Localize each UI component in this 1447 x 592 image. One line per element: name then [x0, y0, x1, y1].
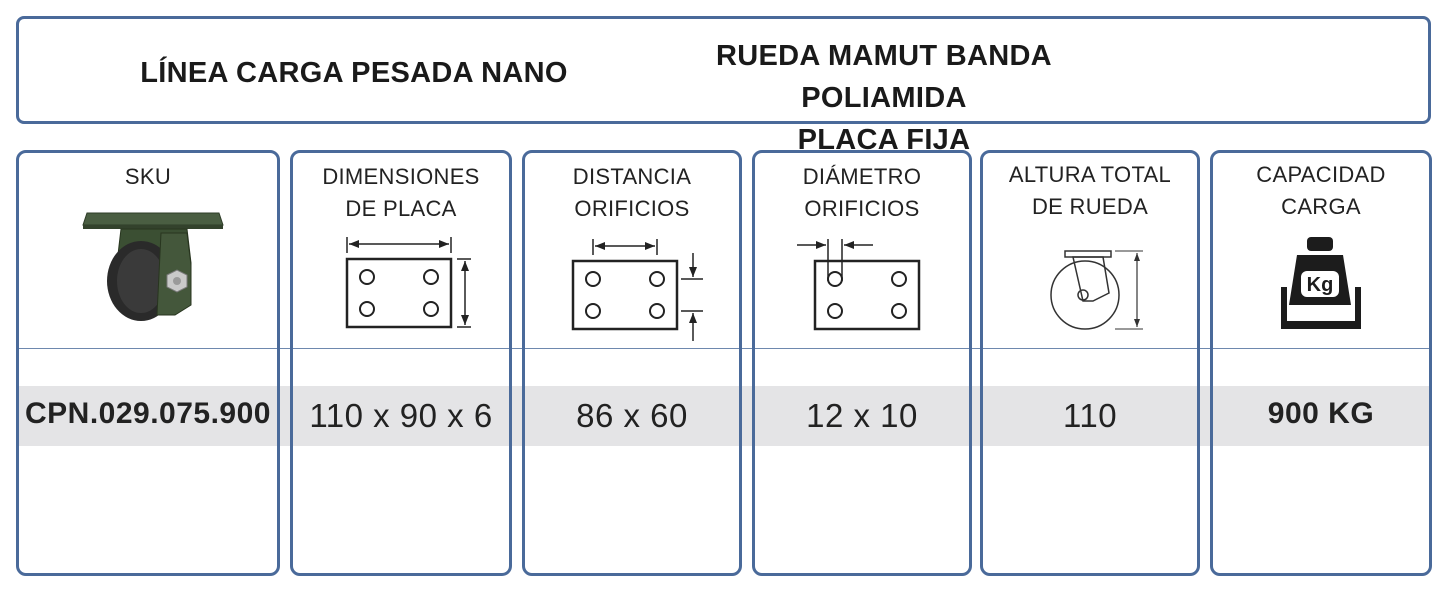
plate-dimensions-icon: [345, 237, 471, 329]
product-title: RUEDA MAMUT BANDA POLIAMIDA PLACA FIJA: [639, 35, 1129, 161]
column-hole-distance: DISTANCIA ORIFICIOS 86 x 60: [522, 150, 742, 576]
wheel-height-value: 110: [1062, 397, 1118, 434]
column-title: SKU: [19, 161, 277, 193]
hole-diameter-icon: [797, 239, 921, 331]
hole-distance-value: 86 x 60: [576, 397, 688, 434]
wheel-height-icon: [1050, 250, 1143, 330]
column-title-line1: DISTANCIA: [572, 164, 692, 189]
row-divider: [16, 348, 1431, 349]
column-plate-dimensions: DIMENSIONES DE PLACA 110 x 90 x 6: [290, 150, 512, 576]
column-title: DISTANCIA ORIFICIOS: [525, 161, 739, 225]
column-wheel-height: ALTURA TOTAL DE RUEDA 110: [980, 150, 1200, 576]
weight-kg-icon: Kg: [1281, 237, 1361, 329]
hole-distance-icon: [571, 239, 703, 341]
header-banner: LÍNEA CARGA PESADA NANO RUEDA MAMUT BAND…: [16, 16, 1431, 156]
column-title-line2: CARGA: [1281, 194, 1361, 219]
column-title-line1: DIMENSIONES: [322, 164, 480, 189]
product-title-line1: RUEDA MAMUT BANDA POLIAMIDA: [716, 40, 1052, 114]
column-title-line2: DE PLACA: [345, 196, 457, 221]
column-title: CAPACIDAD CARGA: [1213, 159, 1429, 223]
sku-value: CPN.029.075.900: [24, 397, 271, 430]
column-title-line1: SKU: [124, 164, 172, 189]
line-title: LÍNEA CARGA PESADA NANO: [140, 57, 568, 89]
caster-wheel-image: [82, 212, 224, 321]
column-title-line1: CAPACIDAD: [1256, 162, 1386, 187]
column-load-capacity: CAPACIDAD CARGA Kg 900 KG: [1210, 150, 1432, 576]
weight-kg-label: Kg: [1307, 274, 1334, 296]
column-title: ALTURA TOTAL DE RUEDA: [983, 159, 1197, 223]
column-sku: SKU CPN.029.075.900: [16, 150, 280, 576]
column-title: DIÁMETRO ORIFICIOS: [755, 161, 969, 225]
column-hole-diameter: DIÁMETRO ORIFICIOS 12 x 10: [752, 150, 972, 576]
column-title-line1: DIÁMETRO: [802, 164, 922, 189]
column-title-line1: ALTURA TOTAL: [1008, 162, 1172, 187]
column-title-line2: DE RUEDA: [1031, 194, 1149, 219]
value-band: [16, 386, 1431, 446]
plate-dimensions-value: 110 x 90 x 6: [309, 397, 493, 434]
column-title-line2: ORIFICIOS: [574, 196, 690, 221]
column-title: DIMENSIONES DE PLACA: [293, 161, 509, 225]
column-title-line2: ORIFICIOS: [804, 196, 920, 221]
load-capacity-value: 900 KG: [1267, 397, 1375, 430]
hole-diameter-value: 12 x 10: [806, 397, 918, 434]
